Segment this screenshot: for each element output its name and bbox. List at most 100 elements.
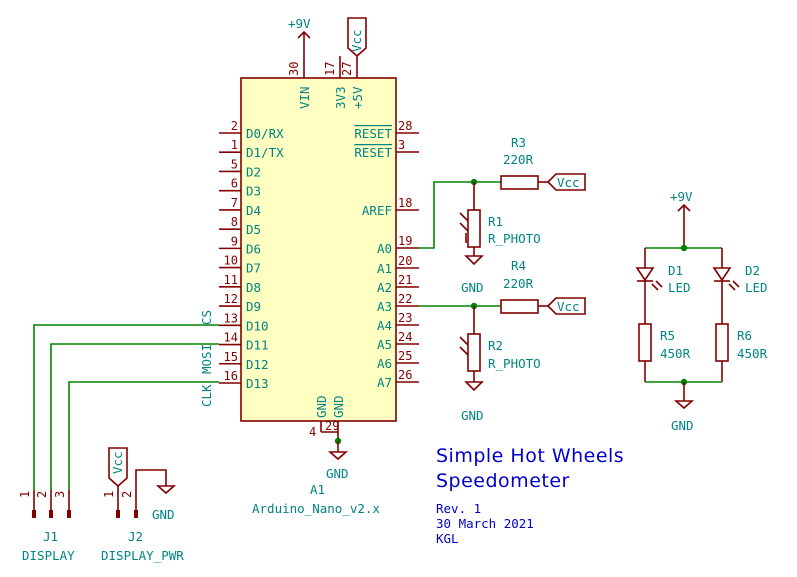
svg-text:GND: GND	[461, 408, 484, 423]
d1-ref: D1	[668, 263, 683, 278]
r5-value: 450R	[660, 346, 691, 361]
r3-value: 220R	[503, 152, 534, 167]
power-9v-vin: +9V	[288, 16, 311, 56]
pin-num-23: 23	[398, 311, 412, 325]
net-cs: CS	[199, 310, 214, 325]
r2-ref: R2	[488, 338, 503, 353]
pin-num-14: 14	[224, 331, 238, 345]
svg-text:+9V: +9V	[670, 189, 693, 204]
pin-num-20: 20	[398, 254, 412, 268]
pin-name-a3: A3	[377, 299, 392, 314]
pin-num-4: 4	[309, 425, 316, 439]
net-clk: CLK	[199, 384, 214, 407]
arduino-gnd-symbol: GND	[326, 441, 349, 481]
pin-num-5: 5	[231, 157, 238, 171]
pin-name-3v3: 3V3	[333, 86, 348, 109]
vcc-label-5v: Vcc	[347, 17, 367, 58]
pin-name-vin: VIN	[297, 86, 312, 109]
r3-ref: R3	[511, 135, 526, 150]
pin-num-11: 11	[224, 273, 238, 287]
pin-name-d5: D5	[246, 222, 261, 237]
r4-value: 220R	[503, 276, 534, 291]
svg-text:GND: GND	[326, 466, 349, 481]
pin-name-5v: +5V	[350, 86, 365, 109]
pin-num-28: 28	[398, 119, 412, 133]
svg-text:2: 2	[35, 491, 49, 498]
title-line-2: Speedometer	[436, 470, 570, 492]
r1-value: R_PHOTO	[488, 231, 541, 246]
rev-text: Rev. 1	[436, 501, 481, 516]
pin-num-26: 26	[398, 368, 412, 382]
pin-num-10: 10	[224, 254, 238, 268]
arduino-body	[240, 77, 397, 422]
pin-num-22: 22	[398, 292, 412, 306]
d1-value: LED	[668, 280, 691, 295]
pin-name-d9: D9	[246, 299, 261, 314]
r6-value: 450R	[737, 346, 768, 361]
led-indicator: +9V D1 LED D2 LED R5 450R R6 450R	[635, 189, 768, 433]
title-line-1: Simple Hot Wheels	[436, 445, 624, 467]
pin-name-a1: A1	[377, 261, 392, 276]
svg-text:2: 2	[120, 491, 134, 498]
arduino-value: Arduino_Nano_v2.x	[252, 501, 380, 516]
pin-num-29: 29	[325, 419, 339, 433]
svg-text:GND: GND	[152, 507, 175, 522]
svg-text:Vcc: Vcc	[110, 451, 125, 474]
pin-name-gnd-29: GND	[331, 395, 346, 418]
connector-j2[interactable]: Vcc GND 1 2 J2 DISPLAY_PWR	[101, 447, 184, 563]
pin-num-15: 15	[224, 350, 238, 364]
pin-name-a4: A4	[377, 318, 392, 333]
svg-text:Vcc: Vcc	[557, 175, 580, 190]
pin-name-d11: D11	[246, 338, 269, 353]
pin-name-d7: D7	[246, 261, 261, 276]
pin-num-18: 18	[398, 196, 412, 210]
pin-name-d4: D4	[246, 203, 261, 218]
pin-name-d10: D10	[246, 318, 269, 333]
title-block: Simple Hot Wheels Speedometer Rev. 1 30 …	[436, 445, 624, 546]
pin-name-d12: D12	[246, 357, 269, 372]
svg-text:3: 3	[53, 491, 67, 498]
j1-value: DISPLAY	[22, 548, 75, 563]
pin-num-2: 2	[231, 119, 238, 133]
pin-name-d0-rx: D0/RX	[246, 126, 284, 141]
pin-name-gnd-4: GND	[314, 395, 329, 418]
pin-num-16: 16	[224, 369, 238, 383]
svg-text:1: 1	[102, 491, 116, 498]
d2-ref: D2	[745, 263, 760, 278]
r5-ref: R5	[660, 328, 675, 343]
pin-name-a5: A5	[377, 337, 392, 352]
a0-divider: Vcc R3 220R R1 R_PHOTO GND	[419, 135, 586, 295]
pin-name-reset: RESET	[354, 145, 392, 160]
j2-ref: J2	[128, 529, 143, 544]
date-text: 30 March 2021	[436, 516, 534, 531]
pin-num-21: 21	[398, 273, 412, 287]
d2-value: LED	[745, 280, 768, 295]
arduino-right-pins: 28RESET3RESET18AREF19A020A121A222A323A42…	[354, 119, 419, 390]
pin-name-d6: D6	[246, 241, 261, 256]
author-text: KGL	[436, 531, 459, 546]
pin-name-d13: D13	[246, 376, 269, 391]
pin-name-d2: D2	[246, 164, 261, 179]
connector-j1[interactable]: 1 2 3 J1 DISPLAY	[18, 490, 75, 563]
r2-value: R_PHOTO	[488, 356, 541, 371]
r4-ref: R4	[511, 258, 526, 273]
arduino-ref: A1	[310, 482, 325, 497]
pin-name-a0: A0	[377, 241, 392, 256]
svg-text:Vcc: Vcc	[557, 299, 580, 314]
pin-num-17: 17	[323, 62, 337, 76]
pin-name-a6: A6	[377, 356, 392, 371]
pin-name-reset: RESET	[354, 126, 392, 141]
pin-num-24: 24	[398, 330, 412, 344]
svg-text:1: 1	[18, 491, 32, 498]
pin-num-13: 13	[224, 311, 238, 325]
pin-num-25: 25	[398, 349, 412, 363]
pin-num-6: 6	[231, 177, 238, 191]
pin-name-aref: AREF	[362, 203, 392, 218]
net-9v-top: +9V	[288, 16, 311, 31]
r1-ref: R1	[488, 214, 503, 229]
pin-name-d8: D8	[246, 280, 261, 295]
pin-name-d1-tx: D1/TX	[246, 145, 284, 160]
